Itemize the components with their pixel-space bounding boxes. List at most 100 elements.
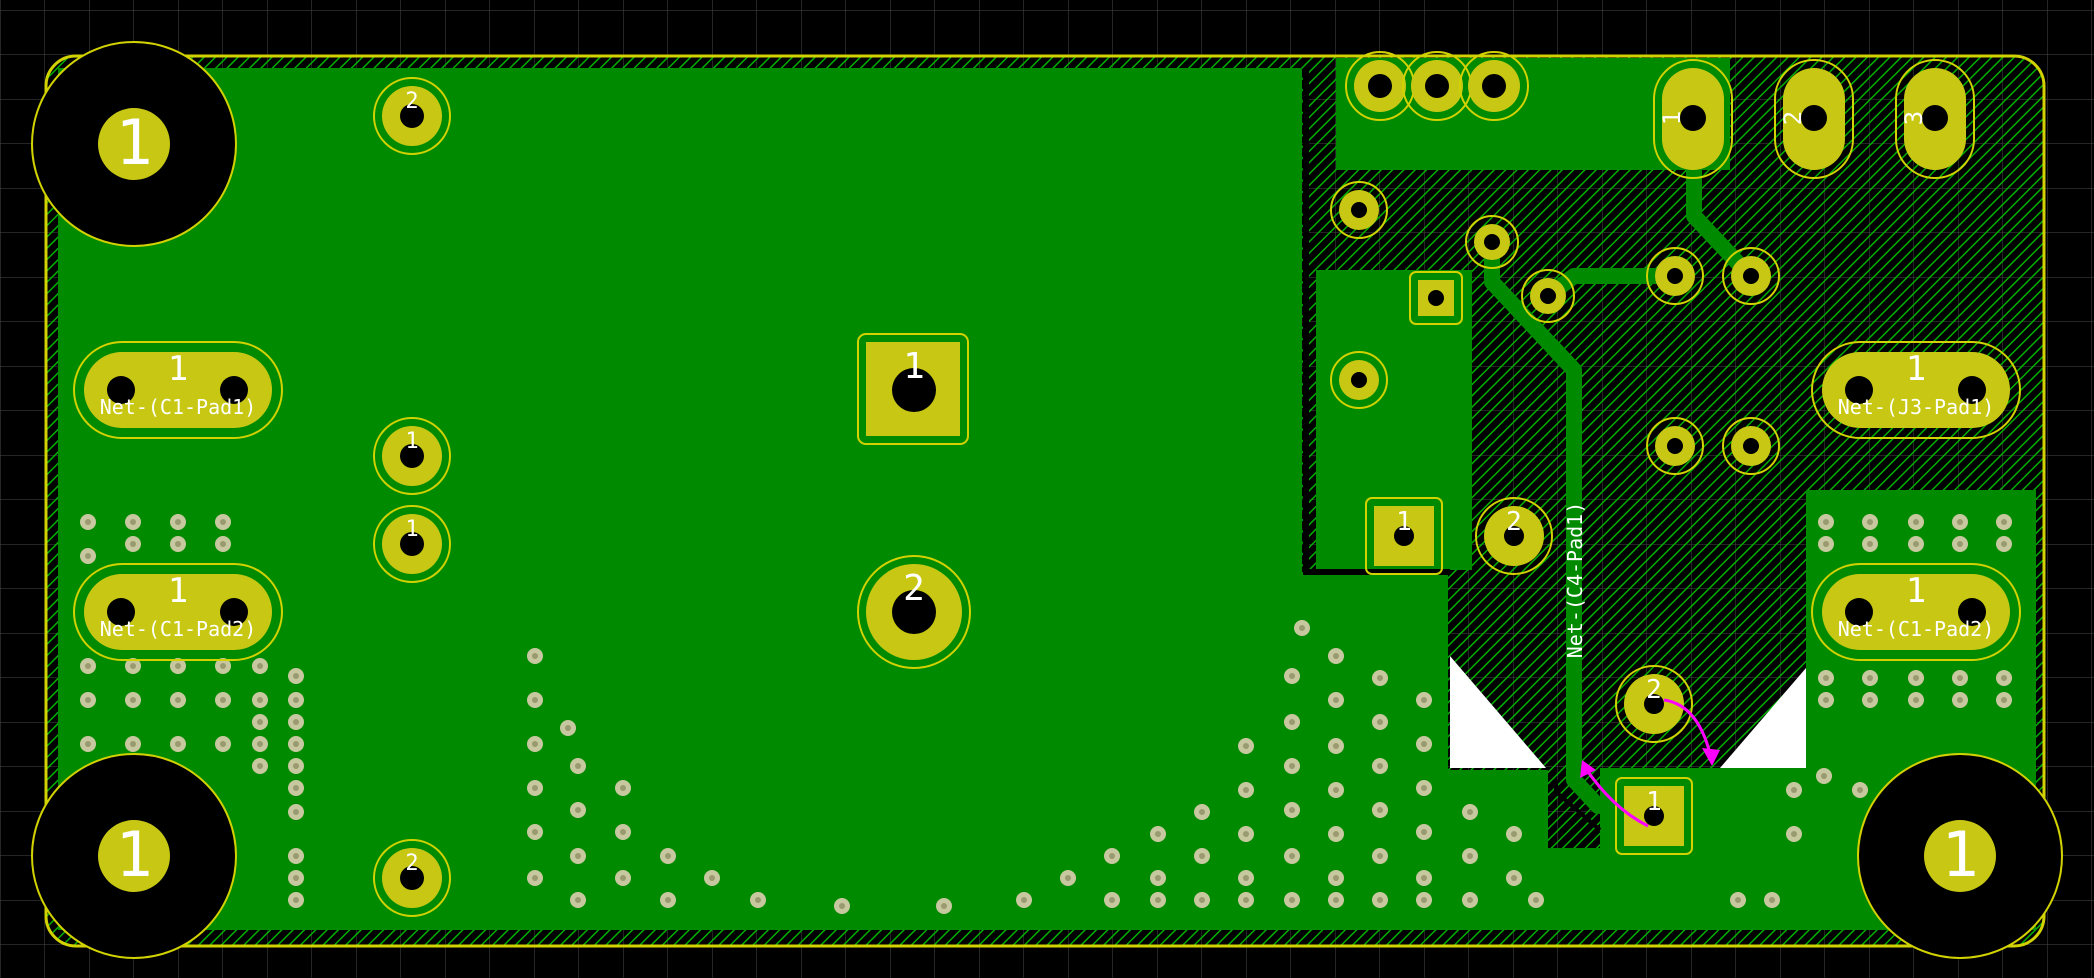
via-drill [130,541,136,547]
via-drill [130,519,136,525]
via-drill [1377,853,1383,859]
via-drill [1467,897,1473,903]
via-drill [1421,875,1427,881]
keepout-triangle-right [1720,668,1806,768]
via-drill [130,741,136,747]
via-drill [665,853,671,859]
via-drill [620,829,626,835]
pad-left-small-mid2-number: 1 [405,517,418,542]
via-drill [293,897,299,903]
small-pads-right[interactable] [1330,181,1780,475]
pad-bottom-round-number: 2 [1646,675,1662,705]
via-drill [575,807,581,813]
pad-c1-pad2-right[interactable]: 1 Net-(C1-Pad2) [1811,563,2021,661]
via-drill [257,763,263,769]
stitching-vias [80,514,2012,914]
pad-left-small-top-number: 2 [405,89,418,114]
trace-c4-pad1-label: Net-(C4-Pad1) [1563,502,1587,659]
via-drill [1289,807,1295,813]
via-drill [1421,897,1427,903]
via-drill [1857,787,1863,793]
pad-mid-round[interactable]: 2 [1475,497,1553,575]
connector-pad-3[interactable]: 3 [1895,59,1975,179]
keepout-triangle-left [1450,656,1546,768]
via-drill [575,763,581,769]
connector-pad-2[interactable]: 2 [1774,59,1854,179]
via-drill [1377,763,1383,769]
via-drill [1333,697,1339,703]
mount-hole-br[interactable]: 1 [1857,753,2063,959]
mount-hole-bl[interactable]: 1 [31,753,237,959]
pad-c1-pad2[interactable]: 1 Net-(C1-Pad2) [73,563,283,661]
pad-bottom-square[interactable]: 1 [1615,777,1693,855]
via-drill [1867,697,1873,703]
via-drill [1957,675,1963,681]
pad-j3-pad1[interactable]: 1 Net-(J3-Pad1) [1811,341,2021,439]
via-drill [257,663,263,669]
via-drill [1289,763,1295,769]
via-drill [1913,519,1919,525]
via-drill [1913,697,1919,703]
via-drill [220,663,226,669]
mount-hole-tl[interactable]: 1 [31,41,237,247]
via-drill [220,741,226,747]
via-drill [1957,541,1963,547]
via-drill [1377,675,1383,681]
board-outline [44,54,2046,948]
via-drill [1333,743,1339,749]
via-drill [1421,697,1427,703]
via-drill [620,875,626,881]
via-drill [1199,897,1205,903]
via-drill [1299,625,1305,631]
via-drill [293,853,299,859]
trace-c4-pad1[interactable] [1484,236,1606,814]
via-drill [85,553,91,559]
via-drill [85,519,91,525]
via-drill [1467,853,1473,859]
pad-left-small-top[interactable]: 2 [373,77,451,155]
via-drill [532,697,538,703]
pad-center-square[interactable]: 1 [857,333,969,445]
pad-left-small-mid1[interactable]: 1 [373,417,451,495]
pad-left-small-bot[interactable]: 2 [373,839,451,917]
pad-left-small-mid1-number: 1 [405,429,418,454]
via-drill [257,719,263,725]
via-drill [665,897,671,903]
via-drill [1823,519,1829,525]
pad-bottom-round[interactable]: 2 [1615,665,1693,743]
pad-c1-pad2-net: Net-(C1-Pad2) [100,617,257,641]
via-drill [293,809,299,815]
via-drill [2001,541,2007,547]
via-drill [293,785,299,791]
via-drill [1823,697,1829,703]
via-drill [1333,897,1339,903]
via-drill [1377,719,1383,725]
pour-outline-notch [1303,68,1450,575]
pad-c1-pad1[interactable]: 1 Net-(C1-Pad1) [73,341,283,439]
pad-mid-square[interactable]: 1 [1365,497,1443,575]
via-drill [1199,853,1205,859]
pad-left-small-mid2[interactable]: 1 [373,505,451,583]
via-drill [1957,519,1963,525]
via-drill [941,903,947,909]
pad-c1-pad1-net: Net-(C1-Pad1) [100,395,257,419]
via-drill [257,697,263,703]
via-drill [1533,897,1539,903]
via-drill [1155,875,1161,881]
via-drill [1289,673,1295,679]
via-drill [1823,541,1829,547]
pad-left-small-bot-number: 2 [405,851,418,876]
via-drill [293,719,299,725]
via-drill [532,875,538,881]
via-drill [1791,787,1797,793]
pad-center-round[interactable]: 2 [857,555,971,669]
pad-c1-pad2-number: 1 [168,571,188,611]
copper-pour-main [58,68,2036,930]
via-drill [1821,773,1827,779]
connector-pad-1[interactable]: 1 [1653,59,1733,179]
header-pads-top[interactable] [1345,51,1529,121]
via-drill [1243,831,1249,837]
pad-center-round-number: 2 [903,568,925,609]
connector-pad-1-number: 1 [1658,111,1686,125]
